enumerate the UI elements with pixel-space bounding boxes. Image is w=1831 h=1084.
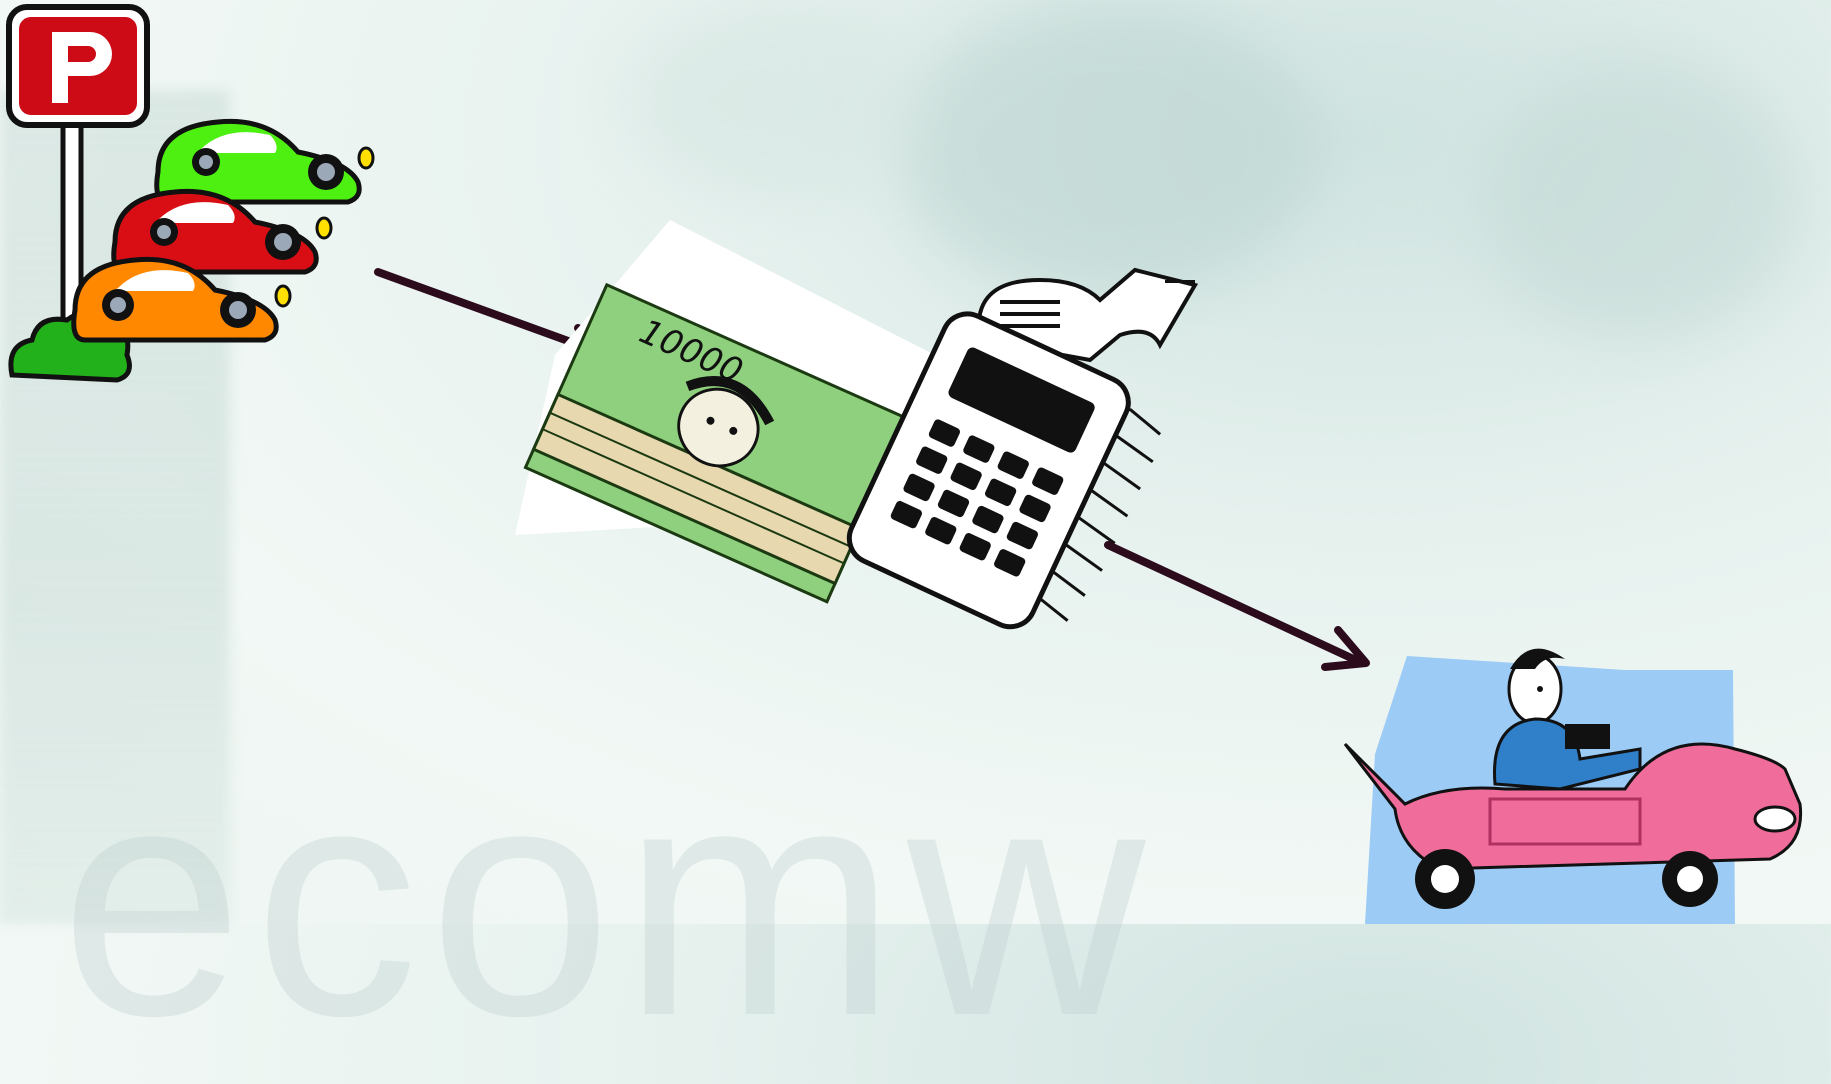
driver-in-car-icon xyxy=(1335,634,1815,924)
background-blur-shape xyxy=(620,0,920,200)
parked-cars-icon xyxy=(80,80,380,340)
background-blur-shape xyxy=(1480,60,1800,340)
